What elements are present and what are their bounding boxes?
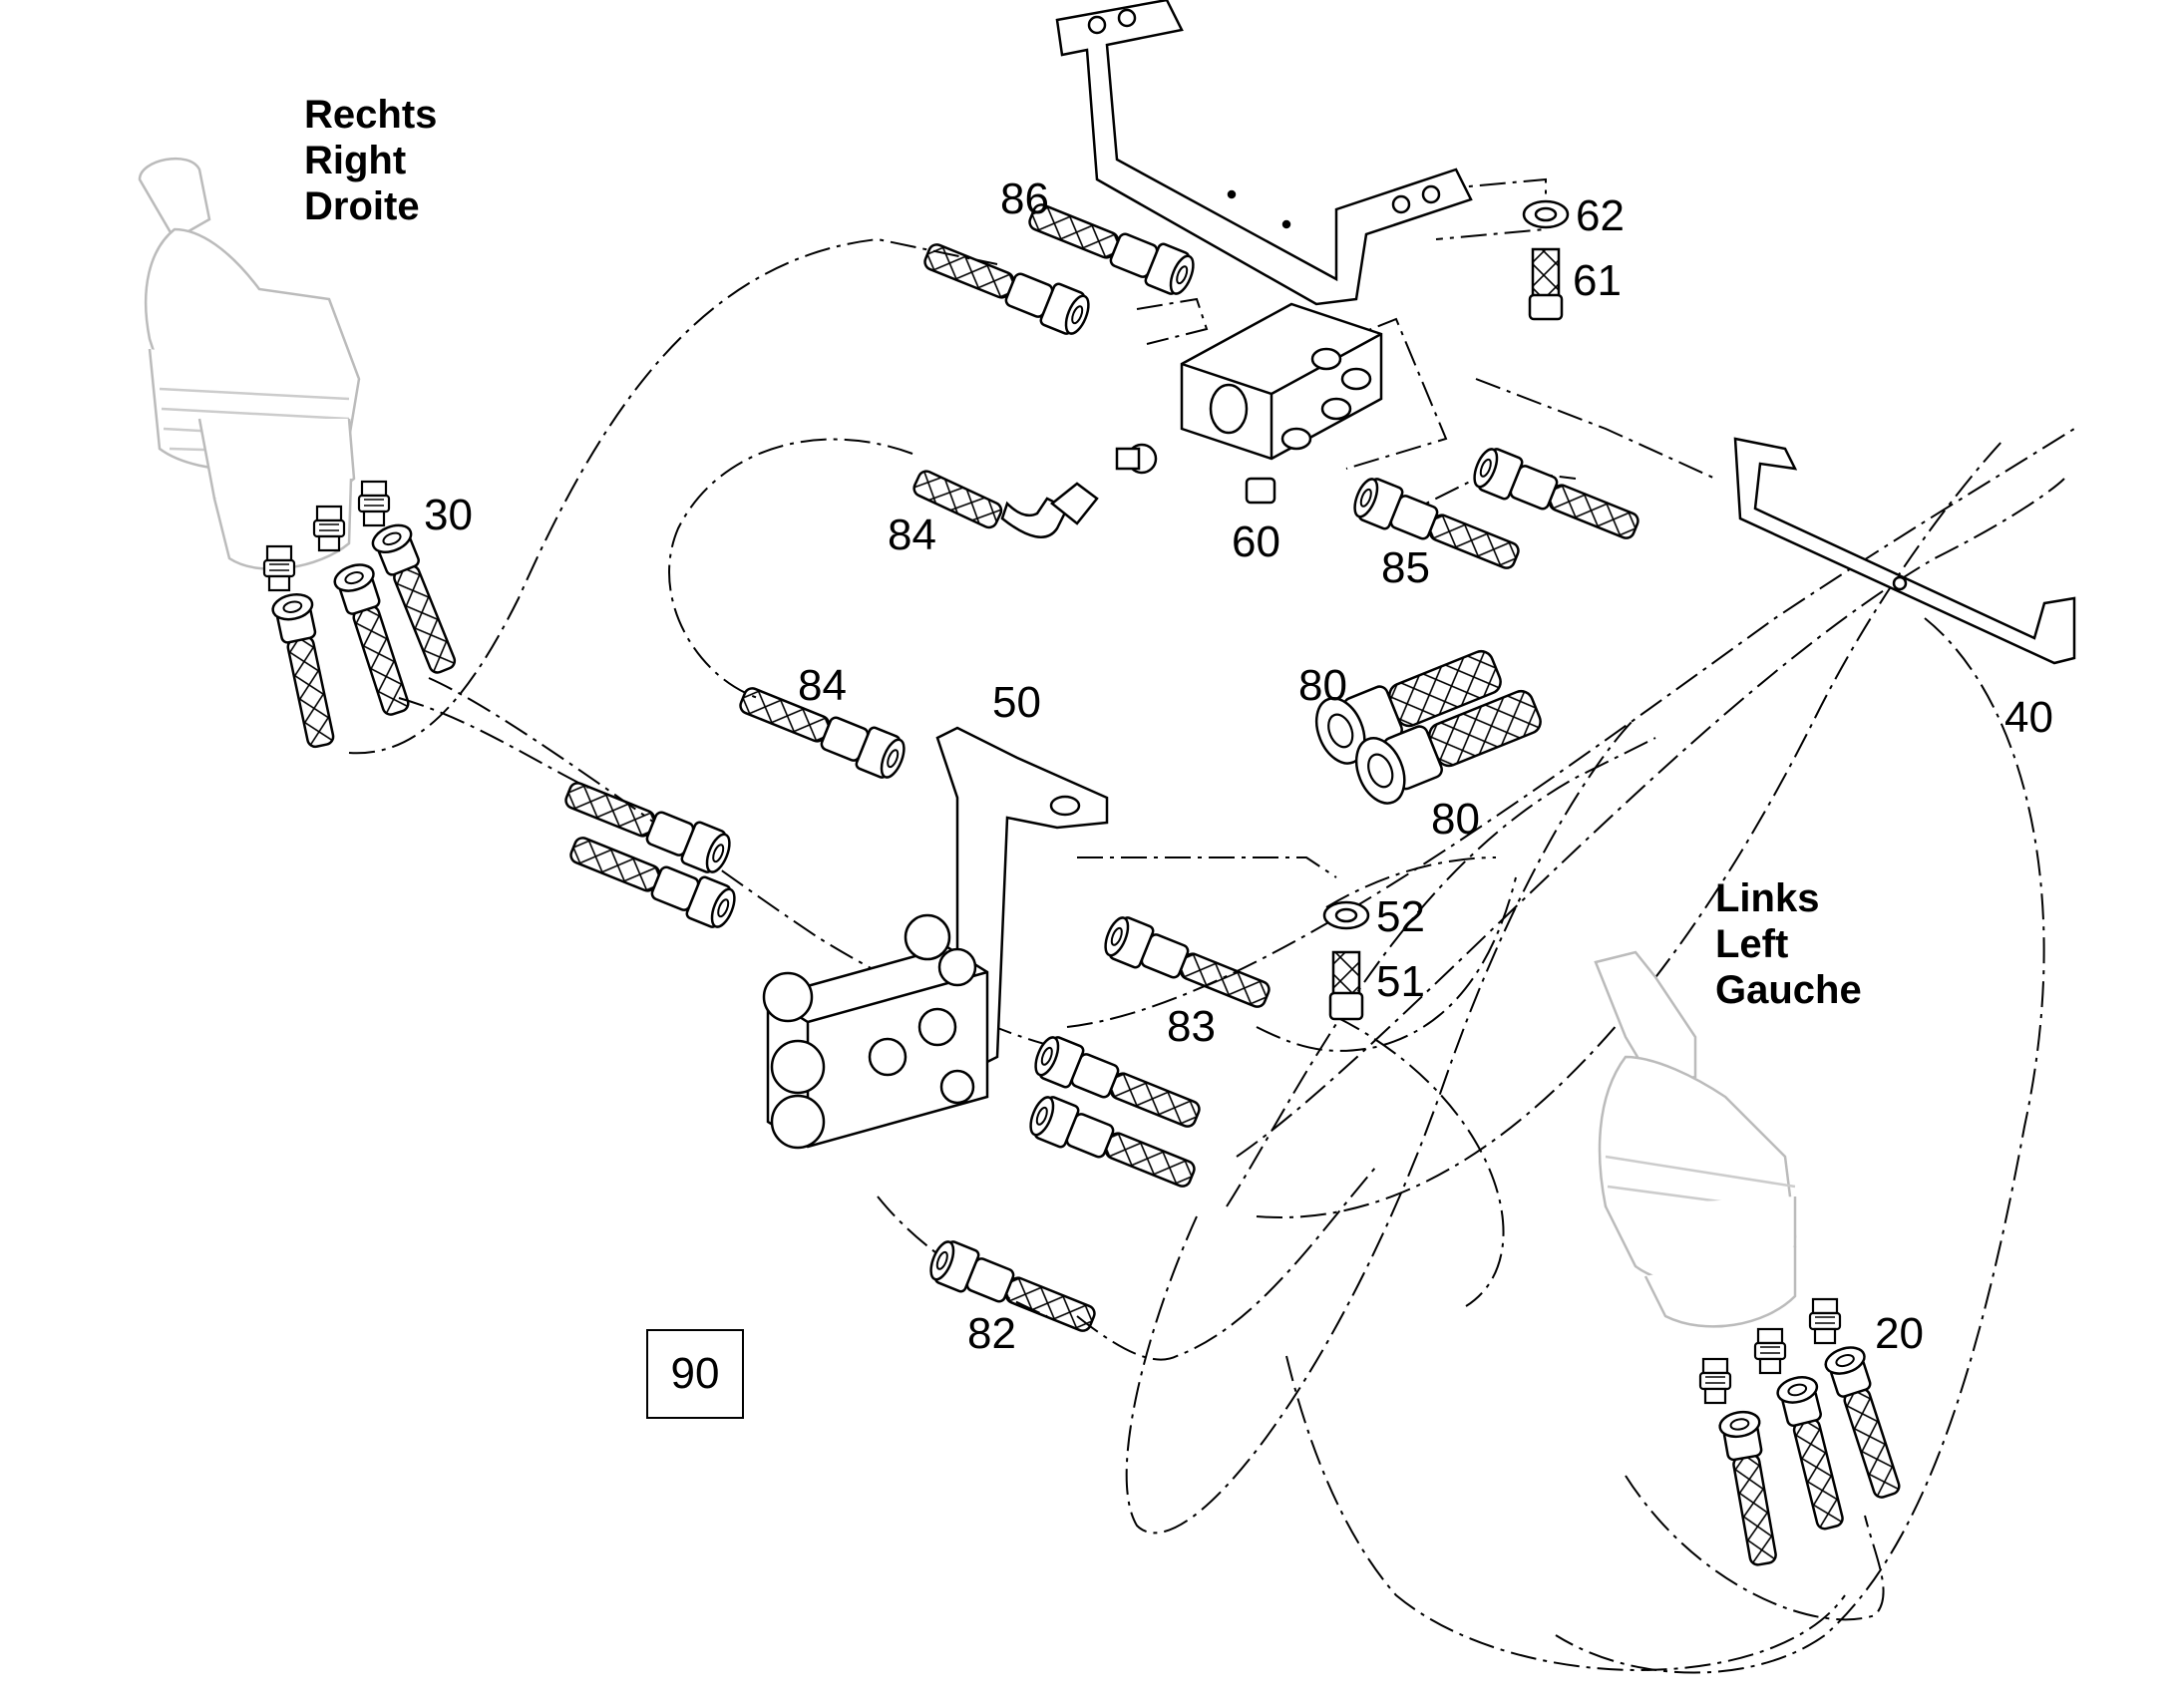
heading-left-fr: Gauche [1715, 968, 1862, 1012]
bolt-51 [1328, 950, 1364, 1021]
heading-left: Links Left Gauche [1715, 875, 1862, 1013]
part-label-50: 50 [992, 678, 1041, 727]
part-label-90-boxed: 90 [646, 1329, 744, 1419]
part-label-83: 83 [1167, 1002, 1216, 1051]
heading-left-en: Left [1715, 922, 1789, 966]
valve-block-50 [762, 913, 989, 1150]
upper-bracket [1055, 0, 1473, 306]
hose-routing-lines [348, 177, 2075, 1674]
heading-right-en: Right [304, 139, 407, 182]
joystick-left [1594, 950, 1797, 1328]
washer-62 [1522, 199, 1570, 229]
part-label-80-lower: 80 [1431, 795, 1480, 844]
heading-left-de: Links [1715, 876, 1820, 920]
washer-52 [1322, 900, 1370, 930]
joystick-right [138, 157, 361, 570]
part-label-82: 82 [967, 1309, 1016, 1358]
bracket-40 [1733, 437, 2076, 665]
part-label-85: 85 [1381, 543, 1430, 592]
part-label-40: 40 [2004, 693, 2053, 742]
part-label-60: 60 [1232, 517, 1280, 566]
part-label-84-lower: 84 [798, 661, 847, 710]
part-label-51: 51 [1376, 957, 1425, 1006]
valve-block-60 [1180, 302, 1383, 505]
part-label-84-top: 84 [888, 511, 936, 559]
part-label-61: 61 [1573, 256, 1622, 305]
part-label-52: 52 [1376, 892, 1425, 941]
heading-right-fr: Droite [304, 184, 420, 228]
heading-right: Rechts Right Droite [304, 92, 437, 229]
part-label-86: 86 [1000, 174, 1049, 223]
hose-assemblies [558, 192, 1645, 1343]
part-label-62: 62 [1576, 191, 1625, 240]
part-label-20: 20 [1875, 1309, 1924, 1358]
part-label-80-upper: 80 [1298, 661, 1347, 710]
heading-right-de: Rechts [304, 93, 438, 137]
elbow-hose-84 [912, 443, 1158, 538]
part-label-30: 30 [424, 491, 473, 539]
bolt-61 [1528, 247, 1564, 321]
